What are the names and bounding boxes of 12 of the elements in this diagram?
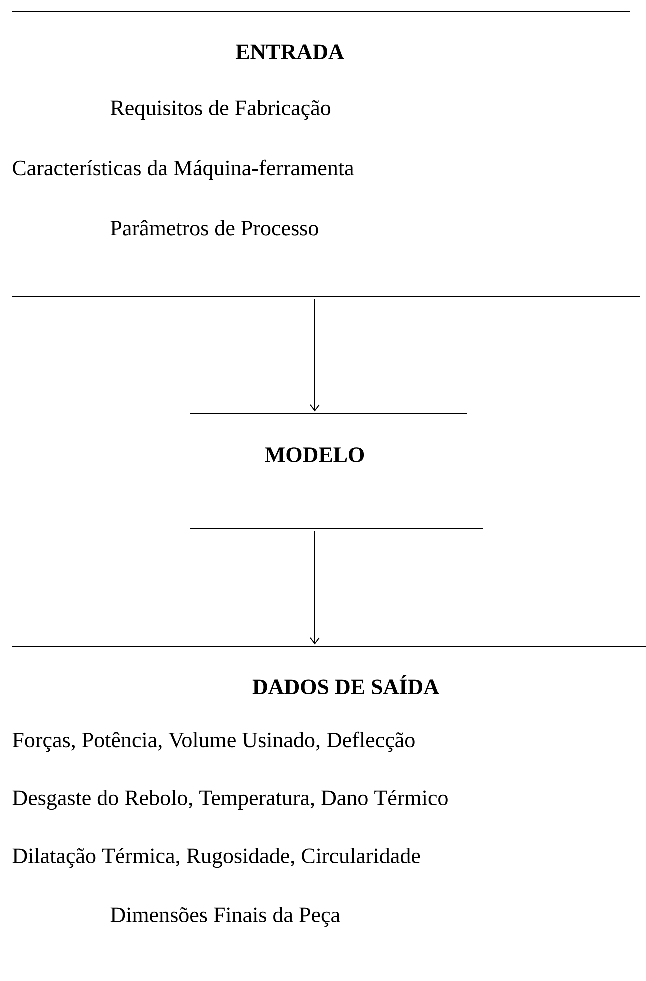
- heading: MODELO: [265, 448, 364, 462]
- item-text: Forças, Potência, Volume Usinado, Deflecção: [12, 732, 415, 752]
- arrow: [310, 530, 320, 645]
- item-text: Dilatação Térmica, Rugosidade, Circularidade: [12, 848, 420, 868]
- item-text: Desgaste do Rebolo, Temperatura, Dano Térmico: [12, 790, 448, 810]
- heading: ENTRADA: [236, 44, 344, 60]
- item-text: Características da Máquina-ferramenta: [13, 160, 354, 180]
- heading: DADOS DE SAÍDA: [252, 675, 440, 695]
- item-text: Requisitos de Fabricação: [110, 100, 331, 120]
- item-text: Parâmetros de Processo: [110, 220, 318, 236]
- item-text: Dimensões Finais da Peça: [110, 907, 340, 927]
- arrow: [310, 298, 320, 412]
